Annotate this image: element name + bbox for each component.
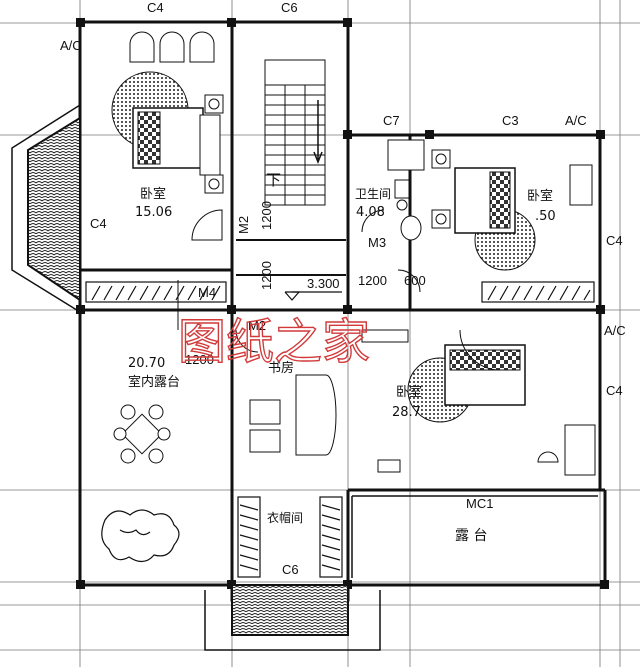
axis-label-c6-bottom: C6 <box>282 562 299 577</box>
dining-set <box>113 404 171 464</box>
room-name-cloakroom: 衣帽间 <box>267 510 303 525</box>
axis-label-c4-right-upper: C4 <box>606 233 623 248</box>
dimension-labels: 1200 1200 1200 600 1200 <box>185 201 426 367</box>
room-labels: 卧室 15.06 卫生间 4.08 卧室 .50 20.70 室内露台 书房 卧… <box>128 186 556 544</box>
dimension-1200-vertical-lower: 1200 <box>259 261 274 290</box>
dimension-600: 600 <box>404 273 426 288</box>
door-tag-m4: M4 <box>198 285 216 300</box>
study-furniture <box>249 329 409 456</box>
staircase <box>236 59 346 276</box>
bay-window <box>11 104 81 313</box>
bed-se <box>377 344 596 476</box>
axis-label-ac-top-left: A/C <box>60 38 82 53</box>
room-area-bedroom-nw: 15.06 <box>135 205 172 220</box>
stair-direction-label: 下 <box>266 171 281 189</box>
room-area-bathroom: 4.08 <box>356 205 385 220</box>
room-area-bedroom-ne: .50 <box>535 209 556 224</box>
door-tags: M2 M2 M3 M4 <box>198 216 386 333</box>
axis-label-c3: C3 <box>502 113 519 128</box>
level-marker <box>284 291 342 301</box>
door-tag-m2-lower: M2 <box>248 318 266 333</box>
door-swings <box>177 209 501 371</box>
axis-labels: C4 C6 C7 C3 A/C A/C C4 C4 C4 A/C C6 MC1 <box>60 0 626 577</box>
room-area-indoor-terrace: 20.70 <box>128 356 165 371</box>
dimension-1200-terrace: 1200 <box>185 352 214 367</box>
dimension-1200-horizontal: 1200 <box>358 273 387 288</box>
bathroom-fixtures <box>387 139 425 241</box>
door-tag-m2-upper: M2 <box>236 216 251 234</box>
bottom-balcony <box>204 584 381 651</box>
terrace-detail <box>351 495 598 578</box>
bed-ne <box>431 149 593 271</box>
axis-label-mc1: MC1 <box>466 496 493 511</box>
axis-label-c4-right-lower: C4 <box>606 383 623 398</box>
bed-nw <box>111 71 224 194</box>
door-tag-m3: M3 <box>368 235 386 250</box>
room-name-terrace: 露 台 <box>455 528 487 544</box>
sofa-nw <box>129 31 215 63</box>
watermark-text: 图纸之家 <box>178 314 370 370</box>
axis-label-ac-top-right: A/C <box>565 113 587 128</box>
axis-label-c6-top: C6 <box>281 0 298 15</box>
room-name-bathroom: 卫生间 <box>355 187 391 201</box>
room-area-bedroom-se: 28.7 <box>392 405 421 420</box>
room-name-study: 书房 <box>268 360 294 376</box>
dimension-1200-vertical-upper: 1200 <box>259 201 274 230</box>
axis-label-c4-left: C4 <box>90 216 107 231</box>
axis-label-ac-right: A/C <box>604 323 626 338</box>
room-name-bedroom-se: 卧室 <box>396 384 422 400</box>
room-name-bedroom-ne: 卧室 <box>527 188 553 204</box>
axis-label-c4-top: C4 <box>147 0 164 15</box>
wardrobes <box>85 281 595 578</box>
plant-decoration <box>101 509 180 563</box>
level-label: 3.300 <box>307 276 340 291</box>
room-name-indoor-terrace: 室内露台 <box>128 374 180 390</box>
axis-label-c7: C7 <box>383 113 400 128</box>
room-name-bedroom-nw: 卧室 <box>140 186 166 202</box>
